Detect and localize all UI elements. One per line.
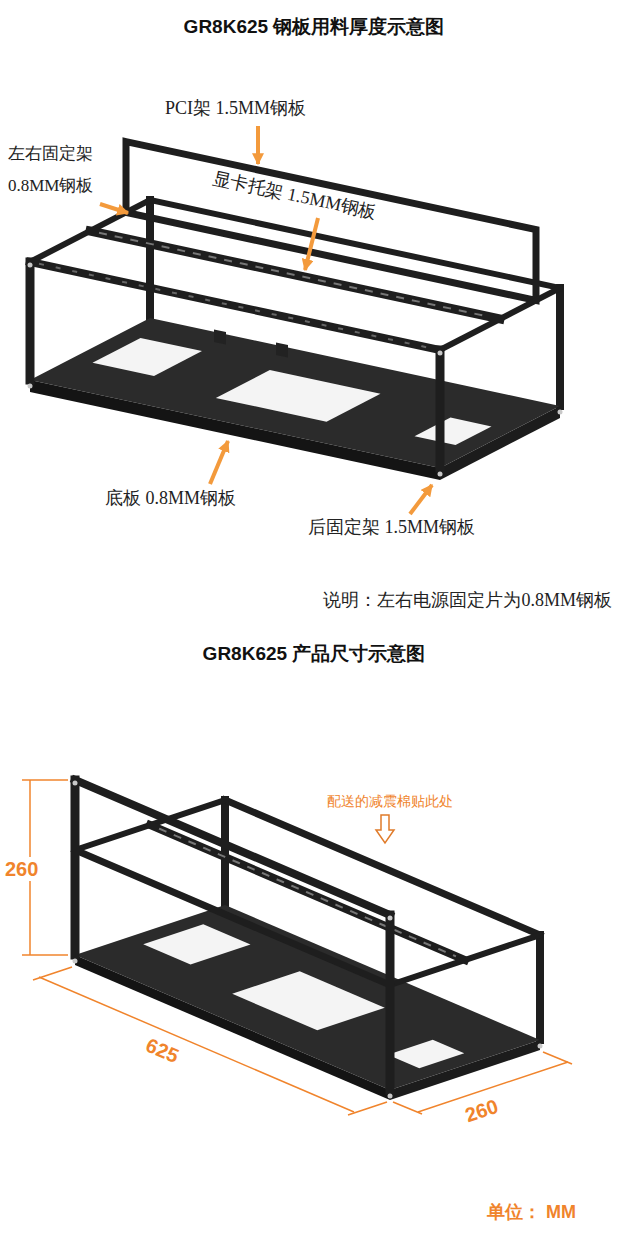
back-post	[556, 288, 564, 406]
callout-arrows	[100, 126, 432, 514]
back-post	[536, 935, 544, 1040]
screw	[28, 263, 33, 268]
frame-bottom	[73, 780, 543, 1100]
screw	[538, 1044, 543, 1049]
page-title: GR8K625 钢板用料厚度示意图	[4, 16, 620, 39]
pci-frame	[126, 142, 536, 301]
front-post	[436, 350, 445, 468]
front-post	[26, 262, 35, 380]
extension-line	[33, 967, 72, 980]
tray-slots	[160, 829, 455, 956]
front-post	[71, 780, 80, 955]
dimension-lines	[22, 780, 572, 1115]
tray-slots	[100, 233, 490, 317]
callout-arrow	[410, 485, 432, 514]
plate-cutout	[232, 971, 385, 1030]
callout-label: 左右固定架 0.8MM钢板	[8, 138, 120, 202]
screw	[73, 781, 78, 786]
front-post	[386, 915, 395, 1090]
screw	[438, 351, 443, 356]
screw	[438, 472, 443, 477]
base-plate-edge	[75, 955, 390, 1100]
callout-arrow	[210, 441, 228, 484]
dimension-value: 625	[141, 1032, 185, 1069]
callout-label: 底板 0.8MM钢板	[105, 488, 236, 510]
section-heading: GR8K625 产品尺寸示意图	[4, 643, 620, 666]
screw	[388, 916, 393, 921]
callout-label: 后固定架 1.5MM钢板	[308, 517, 475, 539]
psu-tab	[214, 329, 226, 344]
frame-top	[28, 142, 563, 480]
callout-arrow	[305, 218, 318, 270]
screw	[558, 410, 563, 415]
psu-tab	[276, 343, 288, 358]
note-text: 说明：左右电源固定片为0.8MM钢板	[323, 590, 612, 612]
screw	[28, 384, 33, 389]
callout-arrow	[256, 126, 260, 164]
extension-line	[348, 1102, 387, 1115]
dimension-line	[39, 977, 354, 1112]
note-text: 配送的减震棉贴此处	[327, 793, 453, 810]
plate-cutout	[93, 338, 203, 376]
hollow-arrow	[376, 815, 394, 843]
extension-line	[22, 779, 68, 781]
callout-arrow	[100, 204, 128, 213]
rail-slots	[40, 264, 430, 348]
plate-cutout	[388, 1040, 465, 1069]
plate-cutout	[143, 924, 250, 964]
extension-line	[393, 1102, 422, 1114]
plate-cutout	[216, 370, 381, 422]
dimension-value: 260	[460, 1093, 503, 1128]
dimension-value: 260	[3, 857, 40, 881]
front-rail	[30, 262, 440, 350]
plate-cutout	[415, 418, 492, 445]
unit-note: 单位： MM	[487, 1202, 576, 1224]
gpu-tray	[150, 825, 465, 960]
gpu-tray	[90, 231, 500, 319]
extension-line	[22, 954, 68, 956]
screw	[73, 959, 78, 964]
screw	[388, 1094, 393, 1099]
callout-label: PCI架 1.5MM钢板	[165, 98, 306, 120]
front-rail	[75, 850, 390, 985]
